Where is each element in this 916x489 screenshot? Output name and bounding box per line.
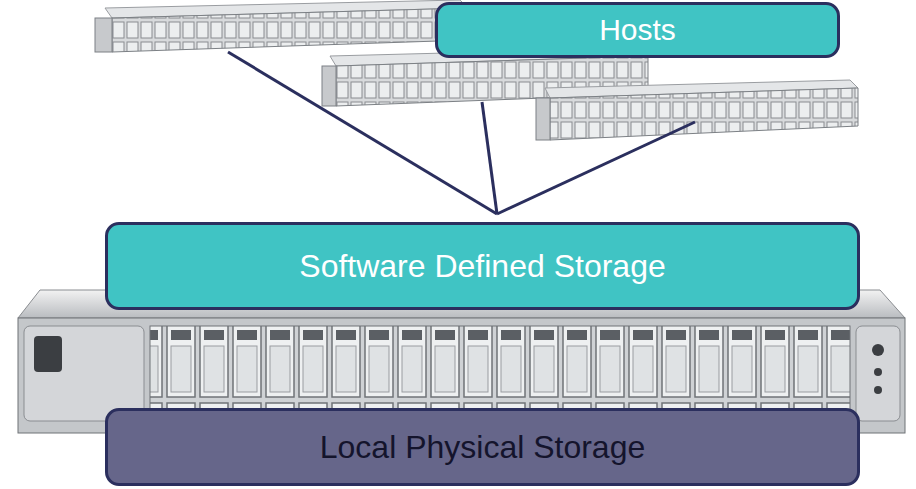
connection-line bbox=[228, 52, 695, 214]
host-label-box: Hosts bbox=[435, 2, 840, 58]
node-label: Local Physical Storage bbox=[320, 429, 646, 466]
node-label: Software Defined Storage bbox=[299, 248, 665, 285]
storage-layer-box: Software Defined Storage bbox=[105, 222, 860, 310]
storage-layer-box: Local Physical Storage bbox=[105, 408, 860, 486]
host-server bbox=[536, 80, 858, 140]
node-label: Hosts bbox=[599, 13, 676, 47]
host-server bbox=[95, 0, 468, 52]
